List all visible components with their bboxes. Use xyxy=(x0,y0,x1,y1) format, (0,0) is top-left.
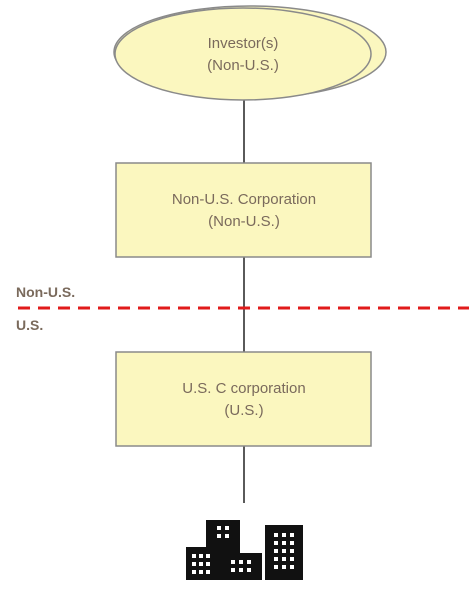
border-divider: Non-U.S. U.S. xyxy=(16,284,469,333)
us-corp-jurisdiction: (U.S.) xyxy=(224,402,263,419)
foreign-corp-box xyxy=(115,162,372,258)
us-corp-label: U.S. C corporation xyxy=(182,380,305,397)
us-zone-label: U.S. xyxy=(16,317,43,333)
foreign-corp-node: Non-U.S. Corporation (Non-U.S.) xyxy=(115,162,372,258)
investor-node: Investor(s) (Non-U.S.) xyxy=(113,5,387,101)
investor-label: Investor(s) xyxy=(208,35,279,52)
foreign-corp-jurisdiction: (Non-U.S.) xyxy=(208,213,280,230)
investor-jurisdiction: (Non-U.S.) xyxy=(207,57,279,74)
foreign-corp-label: Non-U.S. Corporation xyxy=(172,191,316,208)
investor-ellipse-front xyxy=(114,7,372,101)
non-us-zone-label: Non-U.S. xyxy=(16,284,75,300)
us-corp-node: U.S. C corporation (U.S.) xyxy=(115,351,372,447)
us-corp-box xyxy=(115,351,372,447)
city-buildings-icon xyxy=(186,520,303,580)
